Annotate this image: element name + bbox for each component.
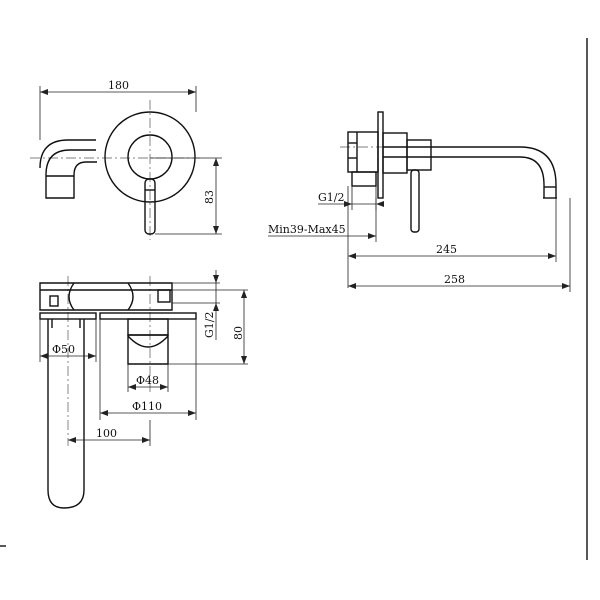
dim-min-max-label: Min39-Max45 [268,223,346,236]
dim-258-label: 258 [444,273,465,286]
top-view [39,270,248,509]
dim-d50-label: Φ50 [52,343,75,356]
dim-83-label: 83 [203,190,216,204]
dim-d48-label: Φ48 [136,374,159,387]
dim-g12-side-label: G1/2 [318,191,345,204]
dim-d110-label: Φ110 [132,400,162,413]
front-view [30,86,222,240]
dim-100-label: 100 [96,427,117,440]
side-view [268,111,571,292]
dim-g12-top-label: G1/2 [203,312,216,339]
sheet-border [0,38,588,560]
dim-245-label: 245 [436,243,457,256]
dim-180-label: 180 [108,79,129,92]
dim-80-label: 80 [232,326,245,340]
